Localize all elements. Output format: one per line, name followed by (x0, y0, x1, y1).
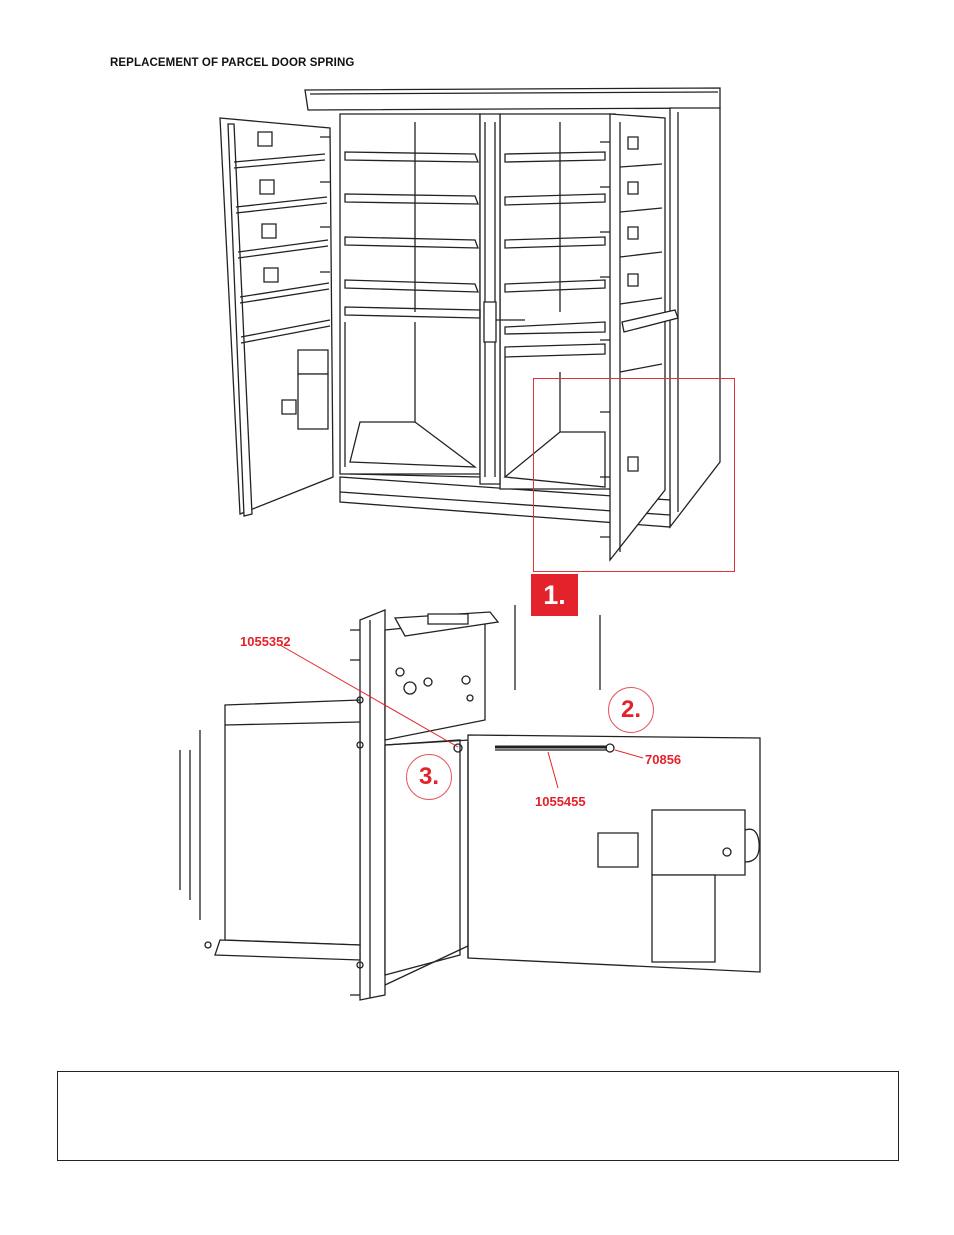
part-number-hinge-pin: 1055352 (240, 634, 291, 649)
instructions-note-box (57, 1071, 899, 1161)
page-title: REPLACEMENT OF PARCEL DOOR SPRING (110, 57, 355, 69)
part-number-spring-anchor: 70856 (645, 752, 682, 767)
step-1-badge: 1. (531, 574, 578, 616)
parcel-door-detail-illustration (160, 600, 800, 1010)
detail-callout-box (533, 378, 735, 572)
instructions-note-text (58, 1072, 898, 1092)
step-2-marker: 2. (608, 687, 654, 733)
step-3-marker: 3. (406, 754, 452, 800)
part-number-door-spring: 1055455 (535, 794, 586, 809)
cabinet-overview-illustration (200, 82, 740, 582)
